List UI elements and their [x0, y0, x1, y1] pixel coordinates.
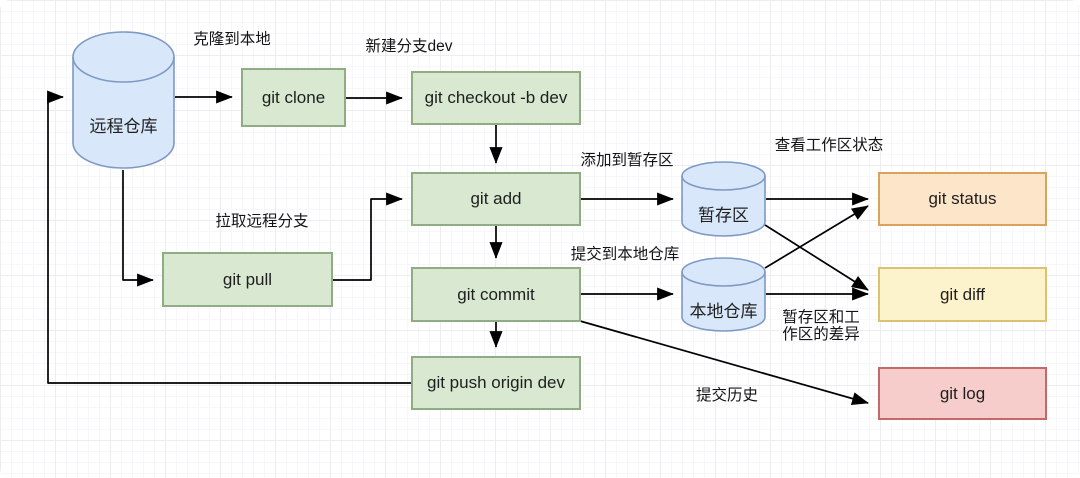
node-remote-repo: 远程仓库: [72, 30, 175, 170]
node-label: git push origin dev: [427, 373, 565, 392]
node-label: git pull: [222, 269, 273, 289]
node-git-commit: git commit: [411, 267, 581, 322]
node-git-push: git push origin dev: [411, 356, 581, 410]
edge-label-add-to-staging: 添加到暂存区: [580, 152, 674, 169]
node-label: git commit: [457, 284, 535, 304]
node-git-add: git add: [411, 172, 581, 226]
edge-label-new-branch-dev: 新建分支dev: [365, 38, 453, 55]
edge-label-pull-remote-branch: 拉取远程分支: [215, 213, 309, 230]
edge-label-view-workspace-status: 查看工作区状态: [774, 137, 884, 154]
node-git-status: git status: [878, 172, 1047, 226]
node-git-pull: git pull: [162, 252, 333, 307]
node-git-checkout: git checkout -b dev: [411, 71, 581, 125]
edge-label-commit-to-local-repo: 提交到本地仓库: [570, 246, 680, 263]
node-git-diff: git diff: [878, 267, 1047, 322]
cylinder-shape: [681, 161, 766, 237]
edge-pull-to-add: [333, 192, 403, 281]
edge-remote-to-pull: [122, 170, 154, 287]
node-label: git diff: [939, 284, 986, 304]
edge-label-clone-to-local: 克隆到本地: [193, 31, 271, 48]
node-label: 本地仓库: [689, 302, 758, 321]
node-label: git add: [470, 189, 522, 208]
node-label: git status: [928, 189, 997, 208]
node-label: 暂存区: [698, 206, 749, 225]
edge-staging-to-diff: [764, 224, 869, 291]
node-git-log: git log: [878, 367, 1047, 420]
cylinder-shape: [681, 257, 766, 332]
edge-label-diff-staging-workspace: 暂存区和工 作区的差异: [782, 309, 860, 343]
node-label: git clone: [261, 87, 326, 107]
node-label: 远程仓库: [89, 117, 158, 136]
node-local-repo: 本地仓库: [681, 257, 766, 332]
node-label: git checkout -b dev: [424, 88, 568, 107]
node-git-clone: git clone: [241, 68, 346, 127]
edge-local-to-status: [764, 205, 869, 269]
edge-label-commit-history: 提交历史: [695, 387, 759, 404]
node-staging-area: 暂存区: [681, 161, 766, 237]
node-label: git log: [939, 383, 986, 403]
cylinder-shape: [72, 31, 175, 169]
